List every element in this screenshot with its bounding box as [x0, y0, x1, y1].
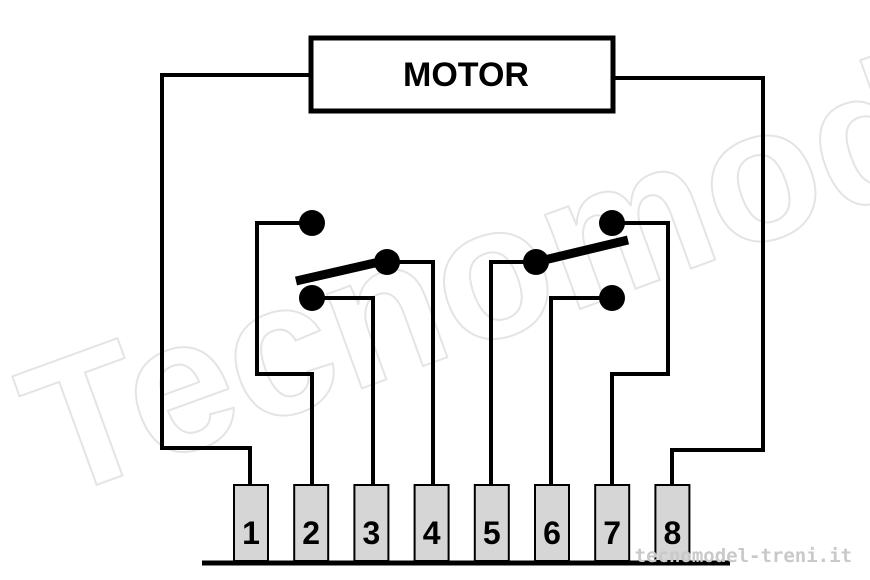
left-switch: [294, 210, 400, 311]
terminal-block: [473, 484, 510, 562]
terminal-block: [654, 484, 691, 562]
terminal-number: 2: [302, 515, 320, 551]
wire-left-lower-contact-to-terminal-3: [312, 296, 375, 486]
wire-left-upper-contact-to-terminal-2: [255, 221, 314, 486]
terminal-block: [413, 484, 450, 562]
wires: [160, 73, 765, 486]
wire-motor-right-to-terminal-8: [613, 76, 765, 486]
right-switch: [523, 210, 630, 311]
left-switch-common-contact: [374, 249, 400, 275]
terminal-5: 5: [473, 484, 510, 562]
terminal-7: 7: [594, 484, 631, 562]
terminal-number: 3: [363, 515, 381, 551]
wire-right-lower-contact-to-terminal-6: [549, 296, 612, 486]
right-switch-upper-contact: [599, 210, 625, 236]
terminal-strip: 1 2 3 4 5 6 7 8: [233, 484, 691, 562]
terminal-number: 1: [242, 515, 260, 551]
terminal-block: [353, 484, 390, 562]
terminal-number: 8: [664, 515, 682, 551]
site-credit: tecnomodel-treni.it: [635, 545, 852, 567]
wire-right-upper-contact-to-terminal-7: [610, 221, 670, 486]
terminal-1: 1: [233, 484, 269, 562]
terminal-4: 4: [413, 484, 450, 562]
right-switch-common-contact: [523, 249, 549, 275]
right-switch-lower-contact: [599, 285, 625, 311]
terminal-number: 4: [423, 515, 441, 551]
right-switch-lever: [534, 235, 630, 267]
terminal-2: 2: [293, 484, 330, 562]
terminal-6: 6: [534, 484, 570, 562]
terminal-3: 3: [353, 484, 390, 562]
wire-left-common-to-terminal-4: [387, 260, 435, 486]
wire-right-common-to-terminal-5: [489, 260, 536, 486]
terminal-8: 8: [654, 484, 691, 562]
motor-box: [308, 35, 616, 114]
terminal-block: [233, 484, 269, 562]
wire-motor-left-to-terminal-1: [160, 73, 311, 486]
left-switch-lever: [294, 255, 390, 286]
terminal-block: [293, 484, 330, 562]
left-switch-upper-contact: [299, 210, 325, 236]
terminal-number: 7: [603, 515, 621, 551]
terminal-number: 6: [543, 515, 561, 551]
left-switch-lower-contact: [299, 285, 325, 311]
terminal-block: [534, 484, 570, 562]
motor-label: MOTOR: [403, 56, 529, 94]
terminal-number: 5: [483, 515, 501, 551]
terminal-block: [594, 484, 631, 562]
